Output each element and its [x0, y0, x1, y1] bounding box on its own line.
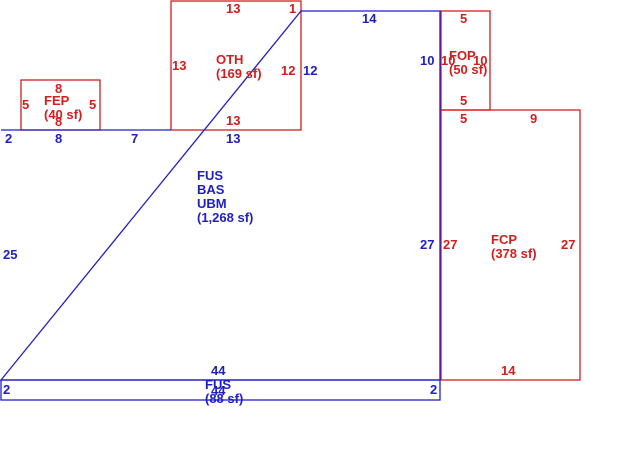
dim-fcp-bottom: 14 — [501, 363, 516, 378]
fus-bottom-area: (88 sf) — [205, 391, 243, 406]
dim-fus-top-c: 13 — [226, 131, 240, 146]
dim-oth-bottom: 13 — [226, 113, 240, 128]
dim-fus-top-b: 7 — [131, 131, 138, 146]
fop-area: (50 sf) — [449, 62, 487, 77]
dim-fcp-right: 27 — [561, 237, 575, 252]
dim-fep-right: 5 — [89, 97, 96, 112]
fcp-area: (378 sf) — [491, 246, 537, 261]
fcp-label: FCP — [491, 232, 517, 247]
fus-main-area: (1,268 sf) — [197, 210, 253, 225]
dim-fus2-bottom: 44 — [211, 383, 226, 398]
dim-fcp-top-left: 5 — [460, 111, 467, 126]
oth-label: OTH — [216, 52, 243, 67]
dim-fop-right: 10 — [473, 53, 487, 68]
oth-area: (169 sf) — [216, 66, 262, 81]
dim-fus2-right: 2 — [430, 382, 437, 397]
dim-fus-top-left: 2 — [5, 131, 12, 146]
dim-fcp-left: 27 — [443, 237, 457, 252]
oth-outline — [170, 0, 302, 131]
dim-fus-right-upper: 10 — [420, 53, 434, 68]
dim-oth-right: 12 — [281, 63, 295, 78]
dim-fop-bottom: 5 — [460, 93, 467, 108]
fcp-outline — [440, 109, 581, 381]
dim-oth-top: 13 — [226, 1, 240, 16]
dim-fus-top-a: 8 — [55, 131, 62, 146]
fop-label: FOP — [449, 48, 476, 63]
dim-fus-top-d: 14 — [362, 11, 377, 26]
fus-main-label-2: BAS — [197, 182, 225, 197]
dim-fep-left: 5 — [22, 97, 29, 112]
dim-oth-corner: 1 — [289, 1, 296, 16]
dim-fus-right: 27 — [420, 237, 434, 252]
fus-bottom-label: FUS — [205, 377, 231, 392]
dim-fop-top: 5 — [460, 11, 467, 26]
dim-fep-bottom: 8 — [55, 114, 62, 129]
dim-fus-bottom: 44 — [211, 363, 226, 378]
dim-oth-left: 13 — [172, 58, 186, 73]
dim-fus-right-upper-b: 12 — [303, 63, 317, 78]
dim-fus2-left: 2 — [3, 382, 10, 397]
fus-main-label-1: FUS — [197, 168, 223, 183]
dim-fcp-top-right: 9 — [530, 111, 537, 126]
dim-fus-left: 25 — [3, 247, 17, 262]
dim-fep-top: 8 — [55, 81, 62, 96]
fep-label: FEP — [44, 93, 70, 108]
fep-area: (40 sf) — [44, 107, 82, 122]
fus-main-label-3: UBM — [197, 196, 227, 211]
fus-bottom-outline — [0, 379, 441, 401]
dim-fop-left: 10 — [441, 53, 455, 68]
